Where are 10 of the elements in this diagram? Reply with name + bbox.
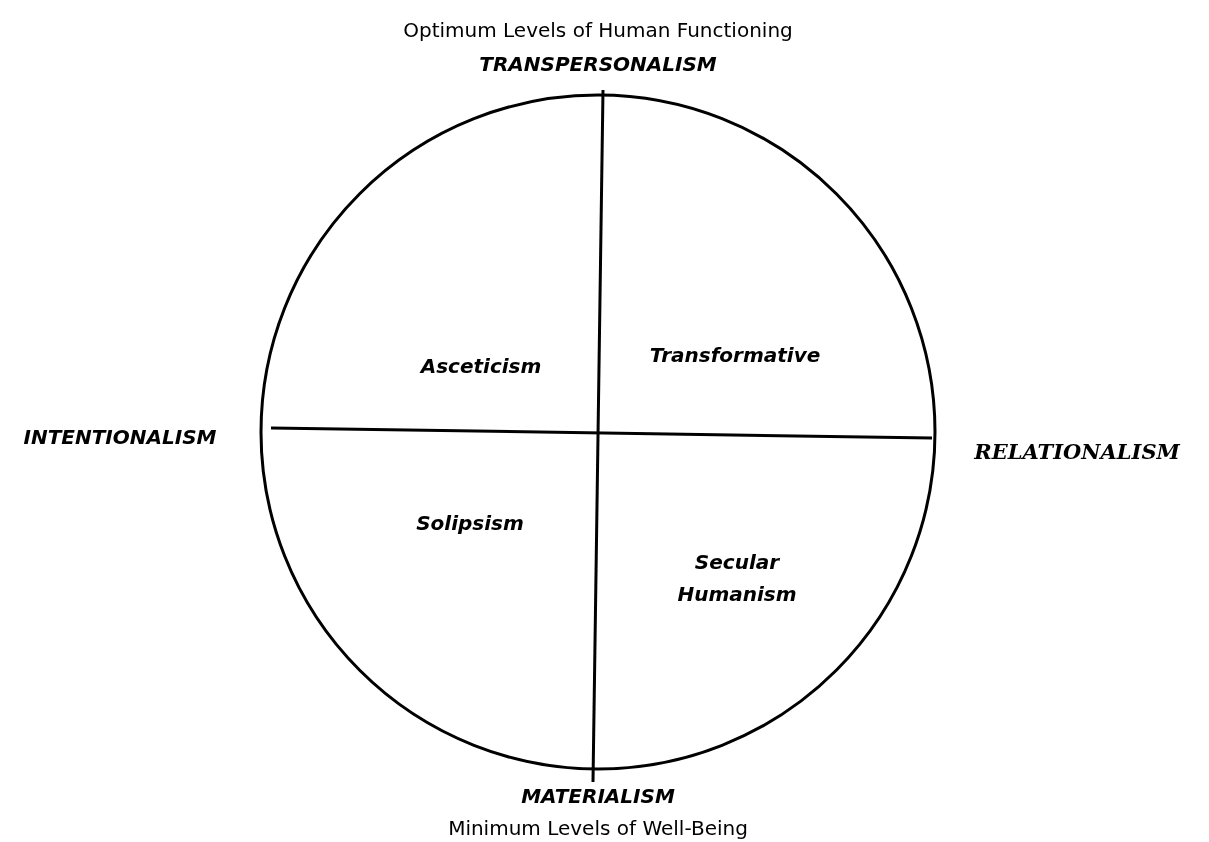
axis-pole-caption: Optimum Levels of Human Functioning bbox=[403, 18, 793, 42]
axis-pole-label: INTENTIONALISM bbox=[23, 425, 217, 449]
quadrant-label: Secular Humanism bbox=[676, 549, 798, 608]
axis-pole-label: MATERIALISM bbox=[521, 784, 675, 808]
quadrant-label: Asceticism bbox=[420, 354, 542, 378]
axis-pole-caption: Minimum Levels of Well-Being bbox=[448, 816, 748, 840]
quadrant-label: Transformative bbox=[649, 343, 821, 367]
quadrant-label: Solipsism bbox=[416, 511, 524, 535]
axis-pole-label: TRANSPERSONALISM bbox=[479, 52, 717, 76]
axis-pole-label: RELATIONALISM bbox=[974, 438, 1180, 464]
